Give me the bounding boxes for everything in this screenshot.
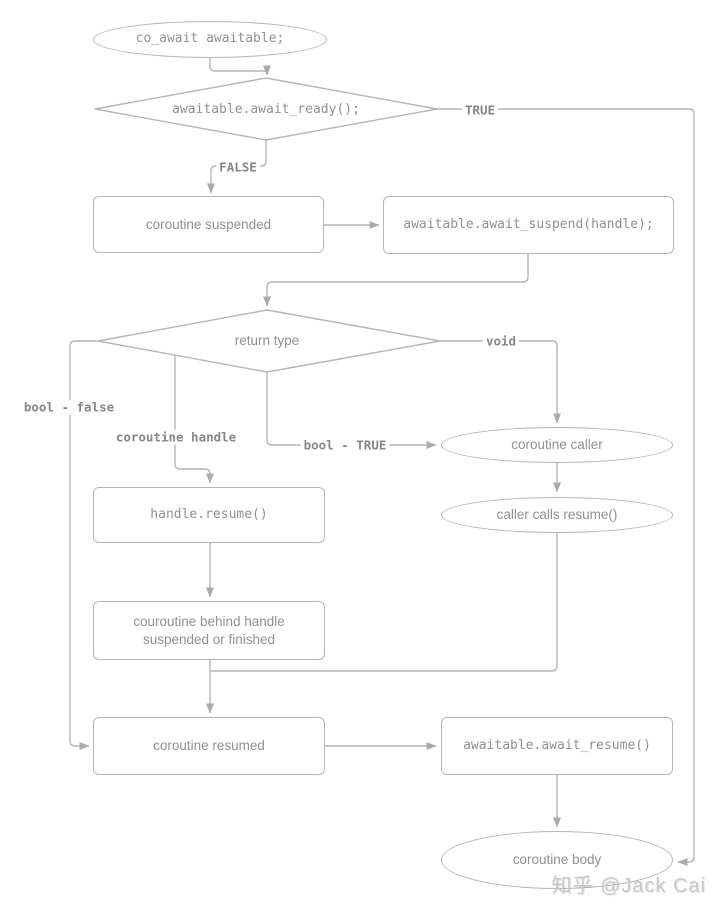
edge-label-bool-false: bool - false <box>20 399 118 415</box>
node-await-resume: awaitable.await_resume() <box>441 717 673 775</box>
edge-label-void: void <box>482 333 520 349</box>
node-coroutine-body-label: coroutine body <box>512 852 602 868</box>
edge-resumecall-to-junction <box>211 533 558 672</box>
edge-bool-true <box>266 372 437 449</box>
node-handle-resume-label: handle.resume() <box>150 506 268 522</box>
node-couroutine-behind: couroutine behind handle suspended or fi… <box>93 601 325 660</box>
node-await-suspend: awaitable.await_suspend(handle); <box>383 196 674 254</box>
node-coroutine-suspended: coroutine suspended <box>93 196 324 253</box>
edge-bool-false <box>69 340 98 750</box>
diamond-await-ready <box>94 77 438 141</box>
node-await-suspend-label: awaitable.await_suspend(handle); <box>403 216 654 232</box>
node-caller-calls-resume-label: caller calls resume() <box>496 507 618 523</box>
node-co-await: co_await awaitable; <box>93 21 327 58</box>
node-handle-resume: handle.resume() <box>93 487 325 543</box>
edge-label-coroutine-handle: coroutine handle <box>112 429 240 445</box>
node-coroutine-caller-label: coroutine caller <box>511 437 603 453</box>
zhihu-watermark: 知乎 @Jack Cai <box>551 875 706 897</box>
edge-suspend-to-returntype <box>263 254 529 307</box>
edge-true <box>437 108 695 866</box>
edge-coroutine-handle <box>174 355 214 484</box>
edge-label-false: FALSE <box>216 159 260 175</box>
node-coroutine-resumed: coroutine resumed <box>93 717 325 775</box>
edge-label-true: TRUE <box>461 102 499 118</box>
edge-label-bool-true: bool - TRUE <box>300 437 390 453</box>
node-couroutine-behind-label: couroutine behind handle suspended or fi… <box>133 613 285 647</box>
node-coroutine-suspended-label: coroutine suspended <box>145 216 272 232</box>
node-caller-calls-resume: caller calls resume() <box>441 497 673 533</box>
node-coroutine-caller: coroutine caller <box>441 427 673 463</box>
node-coroutine-body: coroutine body <box>441 831 673 889</box>
diamond-return-type <box>97 309 441 373</box>
node-coroutine-resumed-label: coroutine resumed <box>153 738 265 754</box>
node-co-await-label: co_await awaitable; <box>135 31 285 47</box>
edge-start-to-ready <box>209 58 271 76</box>
node-await-resume-label: awaitable.await_resume() <box>463 737 651 753</box>
edge-void <box>440 340 561 424</box>
